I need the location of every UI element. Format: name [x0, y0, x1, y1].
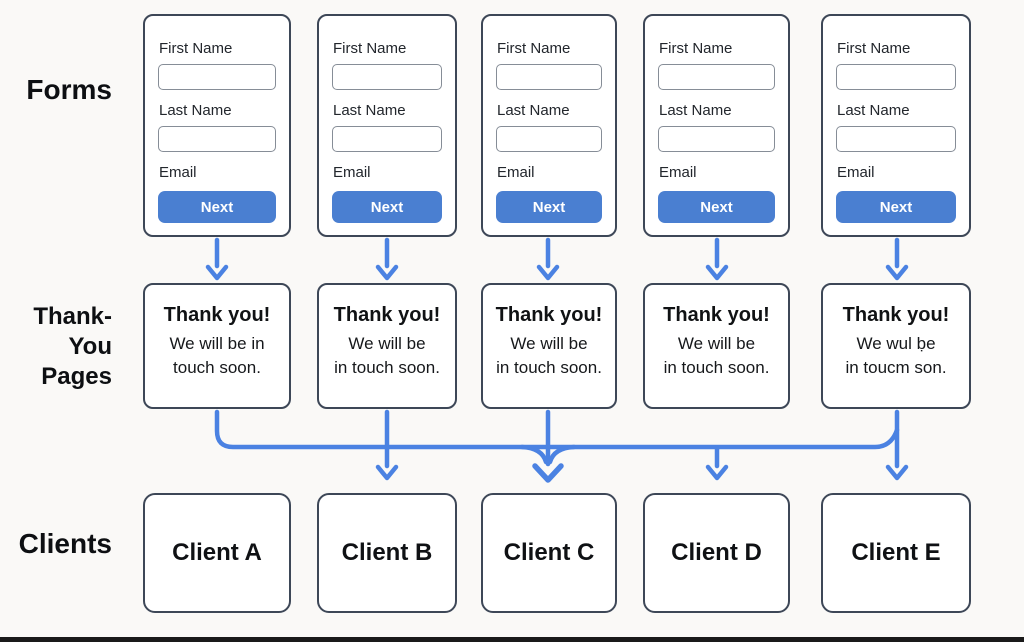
email-label: Email	[659, 164, 697, 181]
thank-you-title: Thank you!	[663, 304, 770, 326]
thank-you-text-line: We will be	[348, 334, 426, 353]
thank-you-row-label-line: Pages	[41, 363, 112, 390]
down-arrow-icon	[885, 409, 909, 481]
next-button[interactable]: Next	[496, 191, 602, 223]
thank-you-text-line: in touch soon.	[663, 358, 770, 378]
thank-you-pages-row-label: Thank- You Pages	[0, 302, 112, 392]
bottom-edge-bar	[0, 637, 1024, 642]
thank-you-text-line: touch soon.	[173, 358, 261, 378]
thank-you-title: Thank you!	[333, 304, 441, 326]
thank-you-title: Thank you!	[495, 304, 603, 326]
down-arrow-icon	[205, 237, 229, 281]
next-button[interactable]: Next	[332, 191, 442, 223]
first-name-label: First Name	[497, 40, 571, 57]
thank-you-text-line: in touch soon.	[496, 358, 602, 378]
down-arrow-icon	[885, 237, 909, 281]
connector-bus	[214, 409, 900, 450]
thank-you-card: Thank you! We will be in touch soon.	[143, 283, 291, 409]
client-label: Client C	[503, 539, 595, 566]
client-card: Client A	[143, 493, 291, 613]
down-arrow-icon	[705, 446, 729, 481]
first-name-input[interactable]	[332, 64, 442, 90]
first-name-input[interactable]	[496, 64, 602, 90]
client-label: Client D	[671, 539, 762, 566]
thank-you-text-line: We will be	[677, 334, 756, 353]
thank-you-text-line: in touch soon.	[334, 358, 440, 378]
thank-you-title: Thank you!	[842, 304, 950, 326]
client-label: Client A	[172, 539, 262, 566]
down-arrow-icon	[532, 463, 564, 483]
thank-you-text-line: We will be	[510, 334, 588, 353]
first-name-label: First Name	[159, 40, 233, 57]
last-name-input[interactable]	[158, 126, 276, 152]
down-arrow-icon	[375, 409, 399, 481]
first-name-input[interactable]	[836, 64, 956, 90]
thank-you-row-label-line: You	[68, 333, 112, 360]
thank-you-row-label-line: Thank-	[33, 303, 112, 330]
down-arrow-icon	[705, 237, 729, 281]
last-name-label: Last Name	[837, 102, 910, 119]
next-button[interactable]: Next	[658, 191, 775, 223]
client-label: Client E	[851, 539, 941, 566]
last-name-label: Last Name	[659, 102, 732, 119]
client-card: Client E	[821, 493, 971, 613]
form-card: First Name Last Name Email Next	[481, 14, 617, 237]
first-name-input[interactable]	[158, 64, 276, 90]
last-name-label: Last Name	[159, 102, 232, 119]
thank-you-card: Thank you! We will be in touch soon.	[481, 283, 617, 409]
last-name-input[interactable]	[836, 126, 956, 152]
client-card: Client D	[643, 493, 790, 613]
email-label: Email	[837, 164, 875, 181]
email-label: Email	[333, 164, 371, 181]
first-name-label: First Name	[837, 40, 911, 57]
next-button[interactable]: Next	[836, 191, 956, 223]
first-name-label: First Name	[333, 40, 407, 57]
form-card: First Name Last Name Email Next	[317, 14, 457, 237]
next-button[interactable]: Next	[158, 191, 276, 223]
last-name-input[interactable]	[332, 126, 442, 152]
thank-you-text-line: We wul ḅe	[856, 334, 936, 353]
form-card: First Name Last Name Email Next	[643, 14, 790, 237]
first-name-input[interactable]	[658, 64, 775, 90]
email-label: Email	[159, 164, 197, 181]
email-label: Email	[497, 164, 535, 181]
client-card: Client B	[317, 493, 457, 613]
last-name-label: Last Name	[333, 102, 406, 119]
down-arrow-icon	[375, 237, 399, 281]
last-name-label: Last Name	[497, 102, 570, 119]
thank-you-title: Thank you!	[163, 304, 271, 326]
thank-you-text-line: We will be in	[169, 334, 265, 353]
form-card: First Name Last Name Email Next	[821, 14, 971, 237]
down-arrow-icon	[536, 237, 560, 281]
last-name-input[interactable]	[496, 126, 602, 152]
client-card: Client C	[481, 493, 617, 613]
thank-you-card: Thank you! We will be in touch soon.	[643, 283, 790, 409]
thank-you-text-line: in toucm son.	[845, 358, 947, 378]
client-label: Client B	[341, 539, 433, 566]
forms-row-label: Forms	[26, 74, 112, 105]
connector-merge-fillet	[519, 444, 577, 465]
last-name-input[interactable]	[658, 126, 775, 152]
form-card: First Name Last Name Email Next	[143, 14, 291, 237]
thank-you-card: Thank you! We wul ḅe in toucm son.	[821, 283, 971, 409]
clients-row-label: Clients	[18, 528, 112, 559]
thank-you-card: Thank you! We will be in touch soon.	[317, 283, 457, 409]
first-name-label: First Name	[659, 40, 733, 57]
